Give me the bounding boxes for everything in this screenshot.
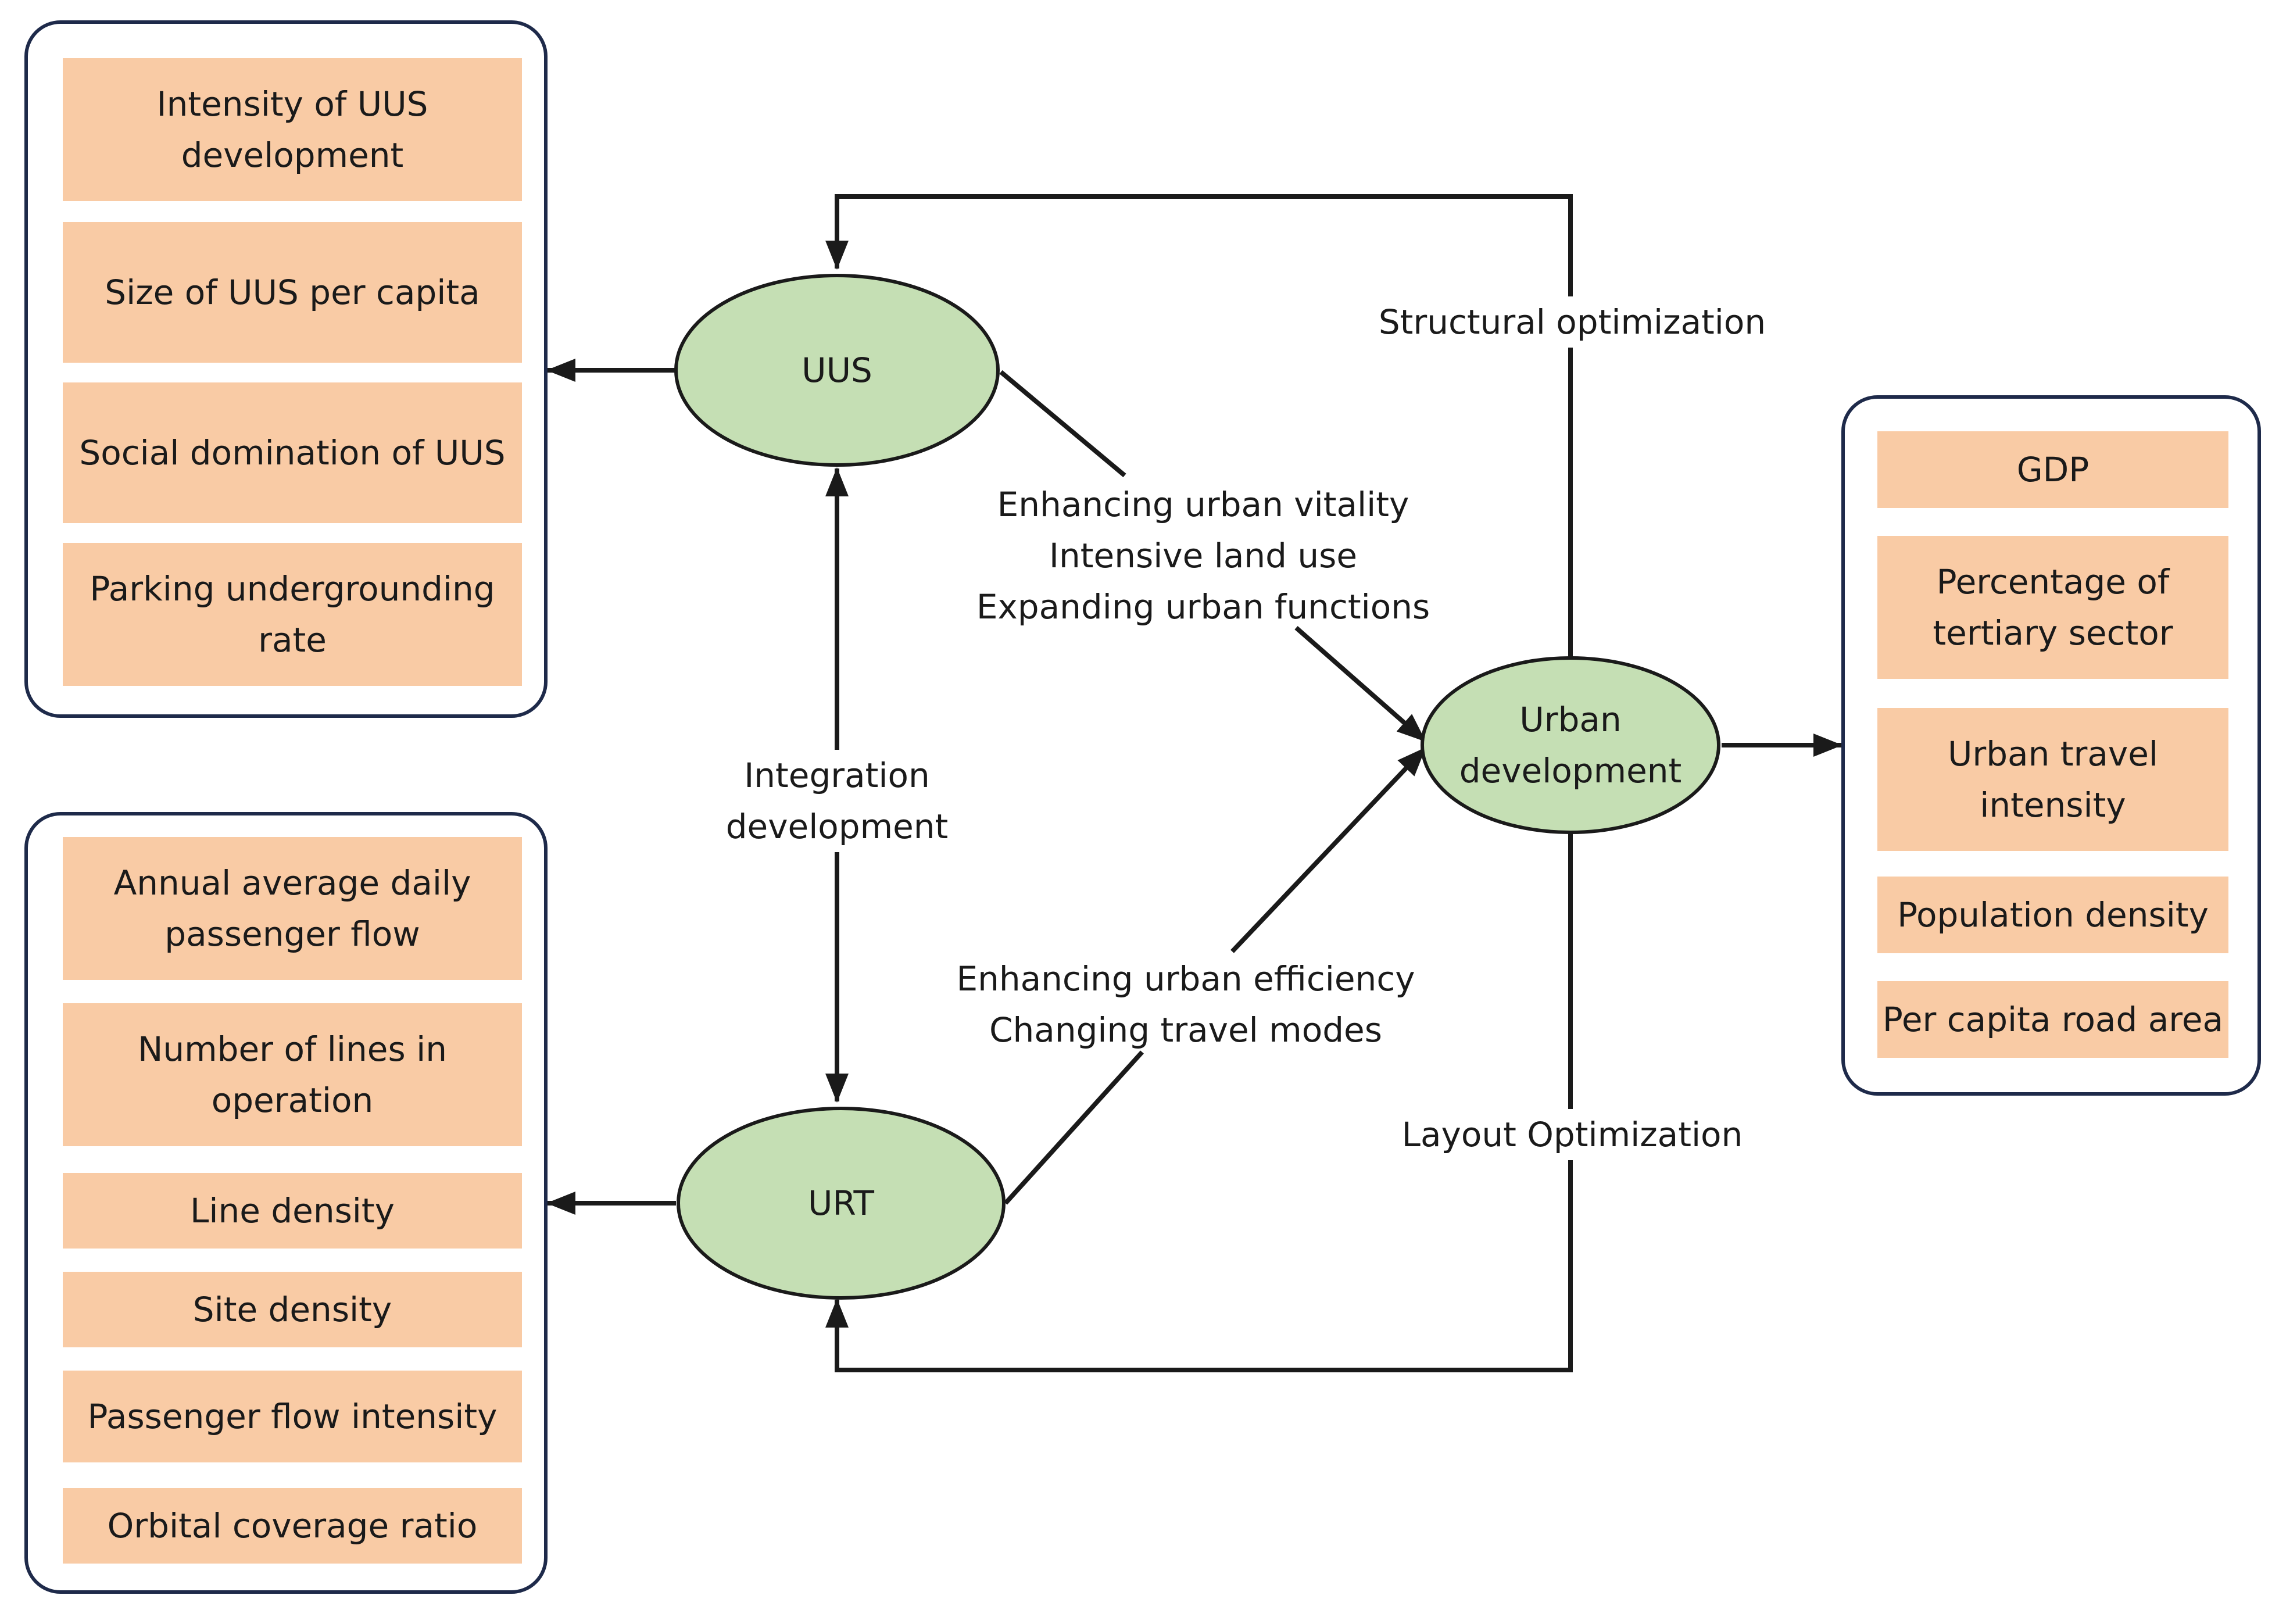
uus-indicator-parking-undergrounding: Parking undergrounding rate bbox=[63, 543, 522, 686]
urt-to-urban-line bbox=[1004, 1050, 1144, 1205]
uus-to-urban-arrow bbox=[1294, 625, 1427, 743]
structural-optimization-arrow bbox=[825, 194, 1573, 657]
uus-indicator-size-per-capita: Size of UUS per capita bbox=[63, 222, 522, 363]
urt-indicator-site-density: Site density bbox=[63, 1272, 522, 1347]
integration-development-label: Integration development bbox=[628, 750, 1046, 852]
uus-node-shape bbox=[674, 274, 1000, 467]
urt-indicator-orbital-coverage: Orbital coverage ratio bbox=[63, 1488, 522, 1564]
uus-effects-label: Enhancing urban vitality Intensive land … bbox=[976, 485, 1430, 627]
urban-indicator-travel-intensity: Urban travel intensity bbox=[1877, 708, 2228, 851]
structural-optimization-label: Structural optimization bbox=[1372, 296, 1773, 348]
layout-optimization-arrow bbox=[825, 832, 1573, 1372]
urban-indicator-tertiary-sector: Percentage of tertiary sector bbox=[1877, 536, 2228, 679]
layout-optimization-label: Layout Optimization bbox=[1383, 1109, 1761, 1160]
urt-indicator-passenger-flow: Annual average daily passenger flow bbox=[63, 837, 522, 980]
urban-indicator-population-density: Population density bbox=[1877, 877, 2228, 953]
uus-indicator-social-domination: Social domination of UUS bbox=[63, 382, 522, 523]
urban-indicator-road-area: Per capita road area bbox=[1877, 981, 2228, 1058]
uus-to-urban-line bbox=[999, 370, 1126, 478]
urt-indicator-passenger-flow-intensity: Passenger flow intensity bbox=[63, 1371, 522, 1462]
urt-indicator-lines-in-operation: Number of lines in operation bbox=[63, 1003, 522, 1146]
urt-node-shape bbox=[677, 1107, 1006, 1300]
urt-to-urban-arrow bbox=[1230, 746, 1427, 953]
urt-effects-label: Enhancing urban efficiency Changing trav… bbox=[956, 959, 1415, 1050]
uus-indicator-intensity: Intensity of UUS development bbox=[63, 58, 522, 201]
urban-indicator-gdp: GDP bbox=[1877, 431, 2228, 508]
urt-indicator-line-density: Line density bbox=[63, 1173, 522, 1249]
urban-development-node-shape bbox=[1421, 656, 1720, 834]
